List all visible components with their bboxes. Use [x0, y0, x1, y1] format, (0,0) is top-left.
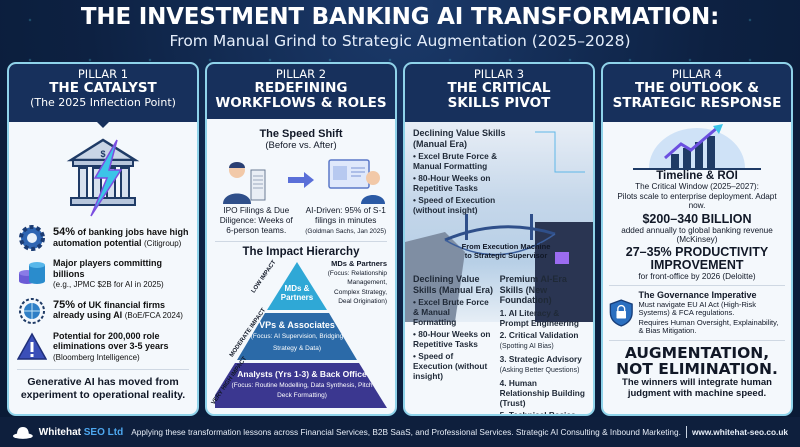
brand-name: Whitehat SEO Ltd: [38, 426, 124, 438]
speed-shift-title: The Speed Shift: [259, 128, 343, 140]
pillar-4-header: PILLAR 4 THE OUTLOOK & STRATEGIC RESPONS…: [603, 64, 791, 122]
coin-stack-icon: [19, 262, 45, 285]
pillar-title: THE CATALYST: [49, 80, 157, 96]
svg-text:$: $: [100, 149, 105, 159]
speed-shift-subtitle: (Before vs. After): [265, 140, 337, 151]
pillar-title-2: WORKFLOWS & ROLES: [215, 95, 387, 111]
pillar-2: PILLAR 2 REDEFINING WORKFLOWS & ROLES Th…: [205, 62, 397, 416]
footer-text: Applying these transformation lessons ac…: [131, 427, 681, 437]
revenue-figure: $200–340 BILLION: [642, 211, 752, 226]
impact-pyramid: MDs & Partners VPs & Associates(Focus: A…: [211, 259, 387, 410]
declining-skills: Declining Value Skills (Manual Era) • Ex…: [413, 274, 494, 381]
stat-role-eliminations: Potential for 200,000 role eliminations …: [17, 331, 189, 364]
bank-lightning-icon: $: [66, 138, 140, 217]
critical-window: The Critical Window (2025–2027):: [635, 182, 759, 191]
warning-icon: [17, 332, 47, 360]
page-header: THE INVESTMENT BANKING AI TRANSFORMATION…: [0, 4, 800, 51]
pillar-title-2: STRATEGIC RESPONSE: [612, 95, 782, 111]
website-link[interactable]: www.whitehat-seo.co.uk: [691, 427, 788, 437]
ai-analyst-icon: [328, 159, 385, 204]
globe-network-icon: [19, 297, 45, 324]
pillar-2-header: PILLAR 2 REDEFINING WORKFLOWS & ROLES: [207, 64, 395, 119]
stat-uk-adoption: 75% of UK financial firms already using …: [17, 296, 189, 326]
stat-investment: Major players committing billions (e.g.,…: [17, 258, 189, 291]
pillar-title: THE CRITICAL: [447, 80, 551, 96]
closing-title-2: NOT ELIMINATION.: [616, 359, 778, 378]
revenue-source: (McKinsey): [676, 235, 718, 244]
governance: The Governance Imperative Must navigate …: [609, 290, 785, 336]
pillar-4: PILLAR 4 THE OUTLOOK & STRATEGIC RESPONS…: [601, 62, 793, 416]
closing-title-1: AUGMENTATION,: [624, 343, 770, 362]
impact-hierarchy-title: The Impact Hierarchy: [242, 246, 360, 258]
pillar-subtitle: (The 2025 Inflection Point): [30, 96, 176, 109]
closing-text: The winners will integrate human judgmen…: [622, 376, 772, 399]
stressed-banker-icon: [223, 162, 266, 204]
bridge-illustration: [405, 122, 593, 322]
top-declining-skills: Declining Value Skills (Manual Era) • Ex…: [413, 128, 506, 215]
growth-chart-icon: [633, 124, 761, 170]
premium-skills: Premium AI-Era Skills (New Foundation) 1…: [499, 274, 585, 416]
productivity-text: for front-office by 2026 (Deloitte): [638, 271, 756, 281]
page-subtitle: From Manual Grind to Strategic Augmentat…: [169, 32, 631, 50]
pillar-label: PILLAR 4: [671, 67, 723, 81]
pillar-label: PILLAR 3: [473, 67, 525, 81]
pillar-3: PILLAR 3 THE CRITICAL SKILLS PIVOT Decli…: [403, 62, 595, 416]
pillar-1-conclusion: Generative AI has moved from experiment …: [20, 376, 186, 401]
pillar-title-2: SKILLS PIVOT: [447, 95, 551, 111]
page-title: THE INVESTMENT BANKING AI TRANSFORMATION…: [80, 4, 720, 30]
pillar-1-header: PILLAR 1 THE CATALYST (The 2025 Inflecti…: [9, 64, 197, 128]
after-caption: AI-Driven: 95% of S-1 filings in minutes…: [305, 205, 387, 235]
timeline-title: Timeline & ROI: [656, 170, 738, 182]
arrow-right-icon: [288, 172, 314, 188]
revenue-text: added annually to global banking revenue: [621, 225, 773, 235]
pillar-title: REDEFINING: [254, 80, 348, 96]
pillars: PILLAR 1 THE CATALYST (The 2025 Inflecti…: [7, 62, 793, 416]
shield-lock-icon: [609, 299, 633, 327]
pillar-3-header: PILLAR 3 THE CRITICAL SKILLS PIVOT: [405, 64, 593, 122]
productivity-figure: 27–35% PRODUCTIVITY IMPROVEMENT: [625, 244, 769, 272]
critical-window-text: Pilots scale to enterprise deployment. A…: [617, 191, 777, 211]
footer: Whitehat SEO Ltd Applying these transfor…: [0, 417, 800, 447]
bridge-caption: From Execution Machine to Strategic Supe…: [461, 242, 551, 260]
pillar-1: PILLAR 1 THE CATALYST (The 2025 Inflecti…: [7, 62, 199, 416]
whitehat-logo-icon: [12, 427, 33, 439]
before-caption: IPO Filings & Due Diligence: Weeks of 6-…: [219, 205, 293, 235]
pillar-label: PILLAR 1: [77, 67, 129, 81]
gear-icon: [19, 225, 45, 251]
stat-automation: 54% of banking jobs have high automation…: [17, 223, 189, 253]
pillar-title: THE OUTLOOK &: [634, 80, 760, 96]
pillar-label: PILLAR 2: [275, 67, 327, 81]
